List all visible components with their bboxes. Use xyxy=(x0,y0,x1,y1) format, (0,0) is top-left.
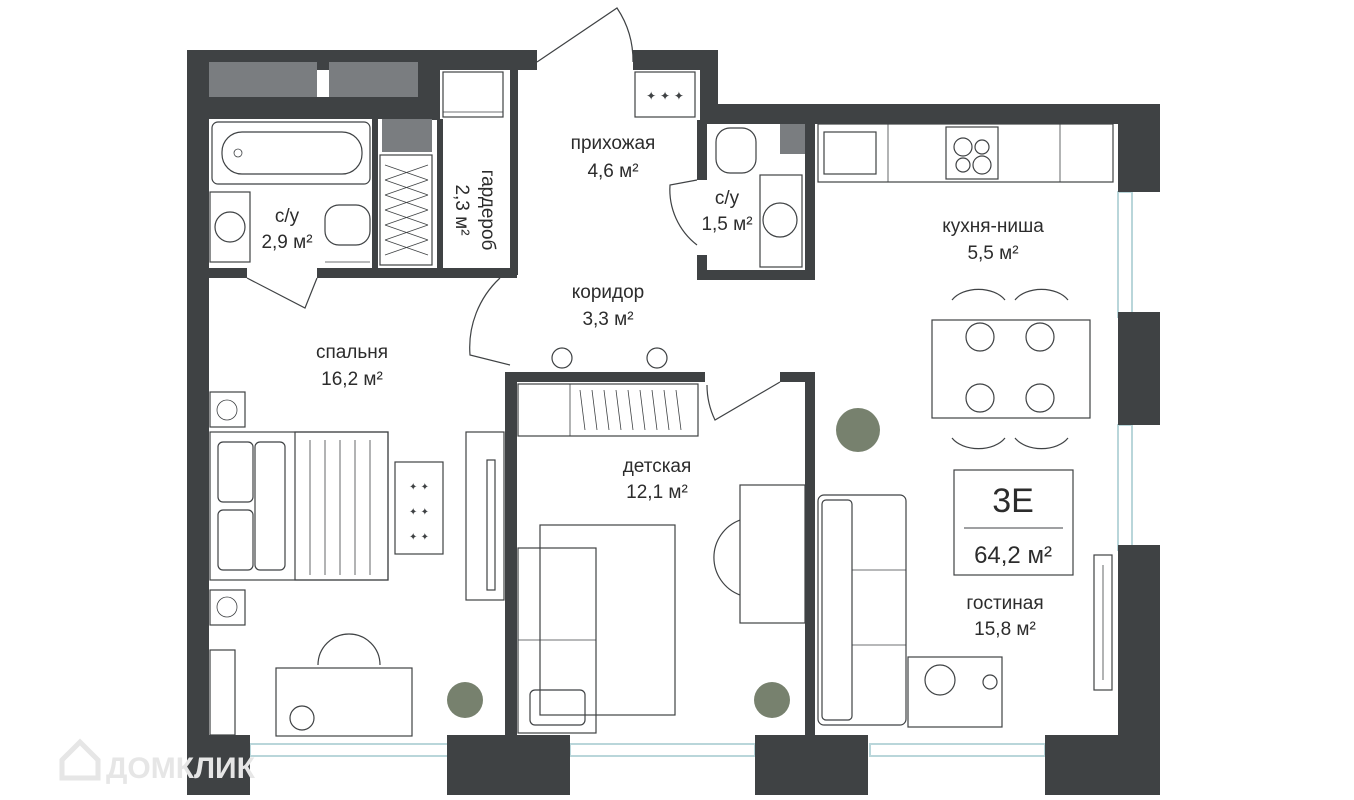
room-area: 16,2 м² xyxy=(321,369,383,390)
kids-desk xyxy=(713,484,806,624)
kids-bed xyxy=(517,524,676,734)
entrance-rug: ✦ ✦ ✦ xyxy=(634,71,696,118)
room-label-entrance: прихожая 4,6 м² xyxy=(571,133,656,182)
room-label-bathroom-1: с/у 2,9 м² xyxy=(261,206,312,253)
bathtub xyxy=(211,121,371,185)
room-name: прихожая xyxy=(571,133,656,154)
bedroom-tv-stand xyxy=(465,431,505,601)
apartment-badge: 3Е 64,2 м² xyxy=(953,469,1074,576)
entrance-cabinet xyxy=(442,71,504,118)
kitchen-counter xyxy=(817,123,1114,183)
room-label-living-room: гостиная 15,8 м² xyxy=(966,593,1043,640)
tv-panel xyxy=(1093,554,1113,691)
wardrobe-hangers xyxy=(379,154,433,266)
bedroom-rug: ✦ ✦ ✦ ✦ ✦ ✦ xyxy=(394,461,444,555)
home-logo-icon xyxy=(59,738,101,781)
svg-text:✦ ✦ ✦: ✦ ✦ ✦ xyxy=(646,89,684,103)
room-name: гардероб xyxy=(477,170,498,251)
sofa xyxy=(817,494,907,726)
kids-wardrobe xyxy=(517,383,699,437)
plant-icon xyxy=(447,408,880,718)
svg-text:✦ ✦: ✦ ✦ xyxy=(409,507,429,518)
sink-bath-1 xyxy=(209,191,251,263)
room-name: коридор xyxy=(572,282,645,303)
room-label-corridor: коридор 3,3 м² xyxy=(572,282,645,330)
apartment-type: 3Е xyxy=(992,482,1034,520)
toilet-bath-1 xyxy=(324,204,371,263)
nightstands xyxy=(209,391,246,626)
svg-text:✦ ✦: ✦ ✦ xyxy=(409,532,429,543)
sink-bath-2 xyxy=(759,174,803,268)
room-label-kids-room: детская 12,1 м² xyxy=(623,456,692,503)
walls xyxy=(187,50,1160,795)
radiators xyxy=(551,347,668,369)
room-area: 15,8 м² xyxy=(974,619,1036,640)
room-name: спальня xyxy=(316,342,388,363)
room-name: с/у xyxy=(275,206,300,227)
room-name: с/у xyxy=(715,188,740,209)
bedroom-desk xyxy=(275,633,413,737)
toilet-bath-2 xyxy=(715,127,757,174)
room-area: 2,3 м² xyxy=(451,184,472,235)
room-name: гостиная xyxy=(966,593,1043,614)
room-area: 1,5 м² xyxy=(701,214,752,235)
watermark: ДОМКЛИК xyxy=(59,738,256,785)
watermark-text: ДОМКЛИК xyxy=(106,752,256,785)
room-label-kitchen: кухня-ниша 5,5 м² xyxy=(942,216,1044,264)
room-name: кухня-ниша xyxy=(942,216,1044,237)
room-area: 5,5 м² xyxy=(967,243,1018,264)
dining-table xyxy=(931,288,1091,450)
room-area: 4,6 м² xyxy=(587,161,638,182)
doors xyxy=(246,7,781,421)
room-name: детская xyxy=(623,456,692,477)
room-label-bedroom: спальня 16,2 м² xyxy=(316,342,388,390)
room-area: 3,3 м² xyxy=(582,309,633,330)
room-label-bathroom-2: с/у 1,5 м² xyxy=(701,188,752,235)
room-area: 2,9 м² xyxy=(261,232,312,253)
room-label-wardrobe: гардероб 2,3 м² xyxy=(451,170,498,251)
apartment-total-area: 64,2 м² xyxy=(974,542,1052,569)
coffee-table xyxy=(907,656,1003,728)
bedroom-shelf xyxy=(209,649,236,736)
bed xyxy=(209,431,389,581)
svg-text:✦ ✦: ✦ ✦ xyxy=(409,482,429,493)
storage-panels xyxy=(209,62,805,154)
room-area: 12,1 м² xyxy=(626,482,688,503)
